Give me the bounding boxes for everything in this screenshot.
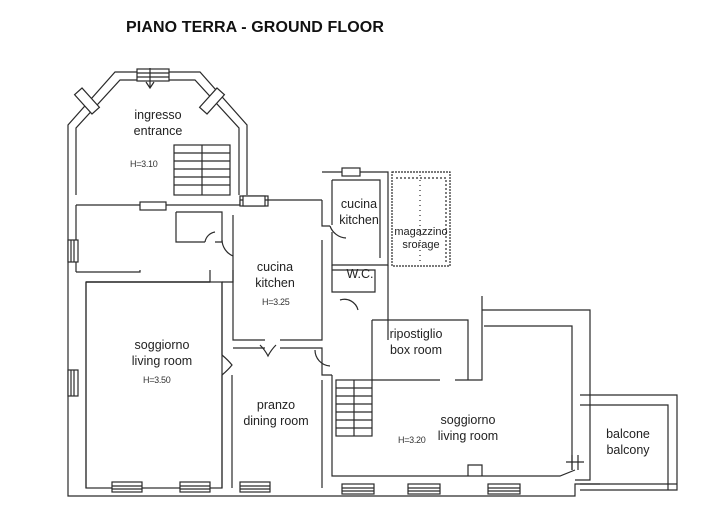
room-living-right-it: soggiorno: [440, 413, 496, 427]
room-storage-it: magazzino: [394, 226, 448, 238]
room-storage: magazzino srorage: [388, 226, 454, 252]
plan-title: PIANO TERRA - GROUND FLOOR: [126, 19, 384, 36]
room-box-room: ripostiglio box room: [378, 326, 454, 358]
room-kitchen-main: cucina kitchen: [235, 259, 315, 291]
room-living-right: soggiorno living room: [418, 412, 518, 444]
room-wc: W.C.: [336, 266, 384, 282]
room-kitchen-main-it: cucina: [256, 260, 294, 274]
room-living-left: soggiorno living room: [112, 337, 212, 369]
room-entrance-height: H=3.10: [130, 159, 158, 169]
room-balcony-it: balcone: [606, 427, 650, 441]
room-kitchen-main-height: H=3.25: [262, 297, 290, 307]
room-dining-en: dining room: [243, 414, 309, 428]
room-kitchen-small-it: cucina: [340, 197, 378, 211]
room-dining-it: pranzo: [256, 398, 296, 412]
room-entrance-it: ingresso: [134, 108, 182, 122]
room-balcony-en: balcony: [606, 443, 650, 457]
room-dining: pranzo dining room: [236, 397, 316, 429]
room-living-right-en: living room: [437, 429, 499, 443]
room-kitchen-main-en: kitchen: [255, 276, 295, 290]
room-kitchen-small: cucina kitchen: [334, 196, 384, 228]
room-living-left-it: soggiorno: [134, 338, 190, 352]
room-box-room-it: ripostiglio: [389, 327, 443, 341]
room-balcony: balcone balcony: [592, 426, 664, 458]
room-entrance: ingresso entrance: [118, 107, 198, 139]
room-living-right-height: H=3.20: [398, 435, 426, 445]
room-storage-en: srorage: [402, 239, 440, 251]
room-box-room-en: box room: [389, 343, 443, 357]
room-kitchen-small-en: kitchen: [339, 213, 379, 227]
room-wc-label: W.C.: [346, 267, 374, 281]
room-living-left-height: H=3.50: [143, 375, 171, 385]
room-entrance-en: entrance: [133, 124, 183, 138]
room-living-left-en: living room: [131, 354, 193, 368]
